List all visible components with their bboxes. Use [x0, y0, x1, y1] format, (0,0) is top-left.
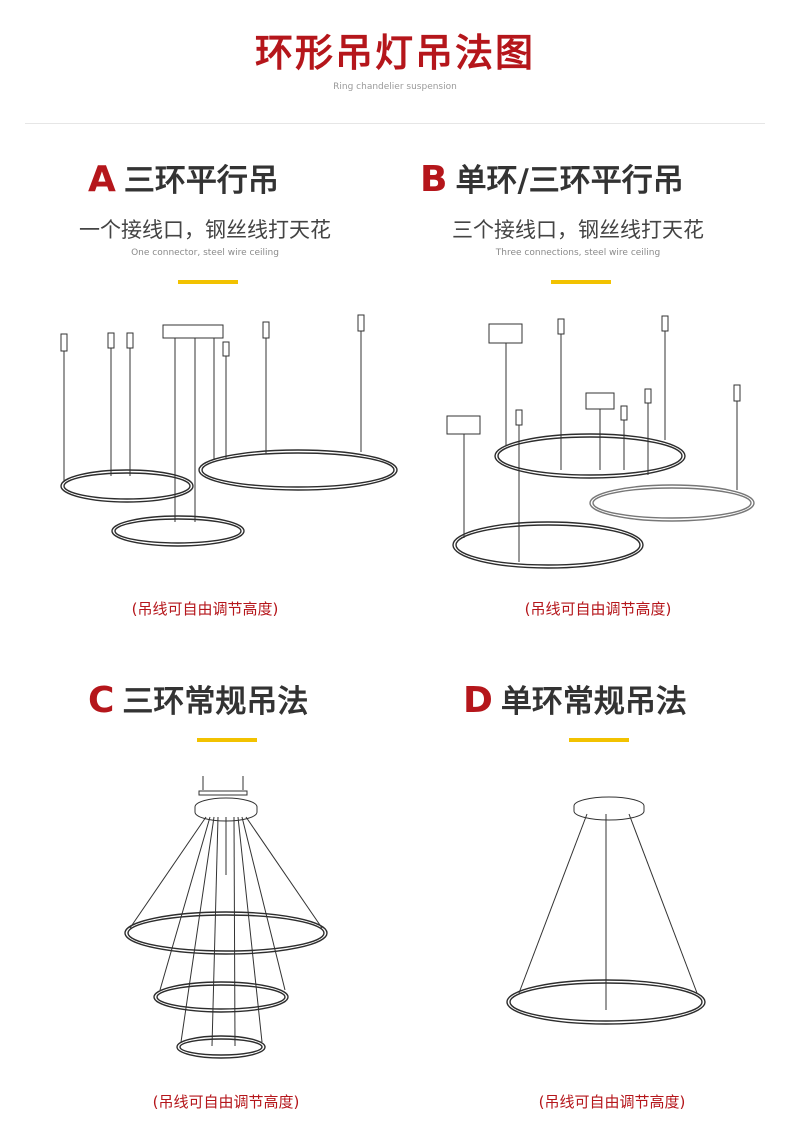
canopies-b	[446, 323, 615, 435]
section-a-desc-cn: 一个接线口，钢丝线打天花	[79, 218, 331, 242]
section-b-desc-cn: 三个接线口，钢丝线打天花	[452, 218, 704, 242]
section-c-letter: C	[88, 680, 115, 721]
page-subtitle: Ring chandelier suspension	[333, 82, 457, 92]
section-a-title: 三环平行吊	[123, 163, 279, 199]
canopy-c	[194, 790, 258, 822]
section-d-underline	[569, 738, 629, 742]
section-d-title: 单环常规吊法	[500, 684, 687, 720]
section-b-note: (吊线可自由调节高度)	[524, 600, 672, 618]
wire-clips-b	[515, 315, 741, 426]
section-a-letter: A	[88, 159, 116, 200]
canopy-a	[162, 324, 224, 339]
section-c-title: 三环常规吊法	[122, 684, 309, 720]
section-b-letter: B	[420, 159, 448, 200]
section-d-note: (吊线可自由调节高度)	[538, 1093, 686, 1111]
section-a-underline	[178, 280, 238, 284]
section-d-letter: D	[463, 680, 493, 721]
canopy-d	[573, 796, 645, 821]
section-a-note: (吊线可自由调节高度)	[131, 600, 279, 618]
section-c-underline	[197, 738, 257, 742]
section-b-desc-en: Three connections, steel wire ceiling	[495, 248, 661, 258]
section-b-title: 单环/三环平行吊	[455, 163, 684, 199]
wire-clips-a	[60, 314, 365, 357]
header-divider	[25, 123, 765, 124]
section-b-underline	[551, 280, 611, 284]
section-c-note: (吊线可自由调节高度)	[152, 1093, 300, 1111]
page-title: 环形吊灯吊法图	[254, 31, 535, 75]
section-a-desc-en: One connector, steel wire ceiling	[131, 248, 279, 258]
